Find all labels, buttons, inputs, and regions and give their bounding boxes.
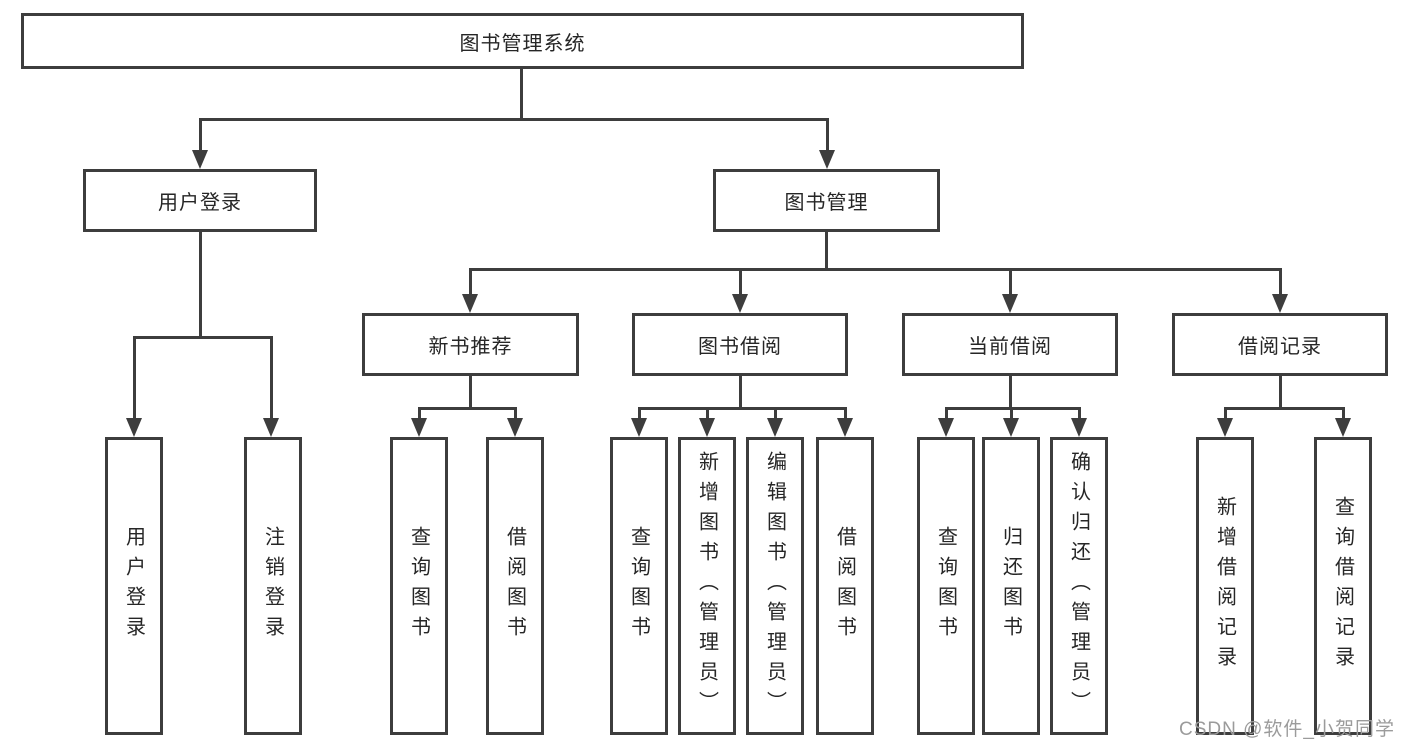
connector-line bbox=[706, 407, 709, 421]
connector-line bbox=[1010, 407, 1013, 421]
connector-line bbox=[418, 407, 421, 421]
leaf-query-books-recommend: 查询图书 bbox=[390, 437, 448, 735]
connector-line bbox=[1224, 407, 1227, 421]
node-book-borrowing: 图书借阅 bbox=[632, 313, 848, 376]
leaf-borrow-books-recommend: 借阅图书 bbox=[486, 437, 544, 735]
leaf-add-borrow-record: 新增借阅记录 bbox=[1196, 437, 1254, 735]
arrow-down-icon bbox=[1003, 418, 1019, 437]
arrow-down-icon bbox=[767, 418, 783, 437]
leaf-logout: 注销登录 bbox=[244, 437, 302, 735]
connector-line bbox=[1009, 268, 1012, 296]
connector-line bbox=[1009, 376, 1012, 410]
connector-line bbox=[520, 69, 523, 121]
csdn-watermark: CSDN @软件_小贺同学 bbox=[1179, 719, 1395, 740]
leaf-return-books: 归还图书 bbox=[982, 437, 1040, 735]
arrow-down-icon bbox=[699, 418, 715, 437]
connector-line bbox=[469, 268, 1282, 271]
arrow-down-icon bbox=[1217, 418, 1233, 437]
arrow-down-icon bbox=[192, 150, 208, 169]
node-book-management: 图书管理 bbox=[713, 169, 940, 232]
connector-line bbox=[133, 336, 273, 339]
connector-line bbox=[826, 118, 829, 151]
node-current-borrowing: 当前借阅 bbox=[902, 313, 1118, 376]
connector-line bbox=[1224, 407, 1345, 410]
connector-line bbox=[945, 407, 1081, 410]
connector-line bbox=[469, 268, 472, 296]
connector-line bbox=[1078, 407, 1081, 421]
arrow-down-icon bbox=[1272, 294, 1288, 313]
leaf-edit-books-admin: 编辑图书（管理员） bbox=[746, 437, 804, 735]
arrow-down-icon bbox=[411, 418, 427, 437]
node-user-login: 用户登录 bbox=[83, 169, 317, 232]
connector-line bbox=[199, 118, 829, 121]
connector-line bbox=[1279, 376, 1282, 410]
connector-line bbox=[199, 118, 202, 151]
connector-line bbox=[418, 407, 517, 410]
connector-line bbox=[638, 407, 641, 421]
leaf-user-login: 用户登录 bbox=[105, 437, 163, 735]
connector-line bbox=[1279, 268, 1282, 296]
connector-line bbox=[945, 407, 948, 421]
leaf-query-books-current: 查询图书 bbox=[917, 437, 975, 735]
connector-line bbox=[270, 336, 273, 420]
connector-line bbox=[739, 376, 742, 410]
arrow-down-icon bbox=[462, 294, 478, 313]
connector-line bbox=[739, 268, 742, 296]
connector-line bbox=[1342, 407, 1345, 421]
arrow-down-icon bbox=[1002, 294, 1018, 313]
connector-line bbox=[469, 376, 472, 410]
leaf-query-books-borrowing: 查询图书 bbox=[610, 437, 668, 735]
arrow-down-icon bbox=[1335, 418, 1351, 437]
arrow-down-icon bbox=[507, 418, 523, 437]
arrow-down-icon bbox=[938, 418, 954, 437]
connector-line bbox=[774, 407, 777, 421]
leaf-add-books-admin: 新增图书（管理员） bbox=[678, 437, 736, 735]
leaf-borrow-books: 借阅图书 bbox=[816, 437, 874, 735]
connector-line bbox=[638, 407, 847, 410]
connector-line bbox=[825, 232, 828, 271]
node-borrow-records: 借阅记录 bbox=[1172, 313, 1388, 376]
leaf-query-borrow-record: 查询借阅记录 bbox=[1314, 437, 1372, 735]
arrow-down-icon bbox=[819, 150, 835, 169]
connector-line bbox=[514, 407, 517, 421]
connector-line bbox=[199, 232, 202, 339]
arrow-down-icon bbox=[732, 294, 748, 313]
connector-line bbox=[844, 407, 847, 421]
arrow-down-icon bbox=[631, 418, 647, 437]
arrow-down-icon bbox=[1071, 418, 1087, 437]
arrow-down-icon bbox=[263, 418, 279, 437]
arrow-down-icon bbox=[126, 418, 142, 437]
leaf-confirm-return-admin: 确认归还（管理员） bbox=[1050, 437, 1108, 735]
arrow-down-icon bbox=[837, 418, 853, 437]
connector-line bbox=[133, 336, 136, 420]
node-library-system: 图书管理系统 bbox=[21, 13, 1024, 69]
node-new-book-recommend: 新书推荐 bbox=[362, 313, 579, 376]
